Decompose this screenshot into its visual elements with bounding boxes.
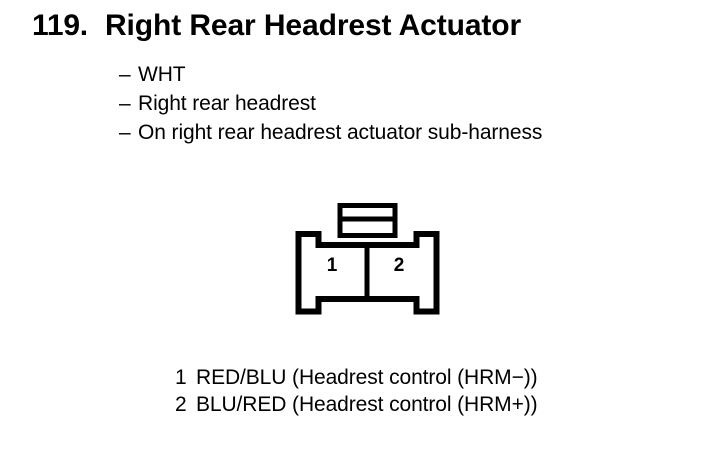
page-title-text: Right Rear Headrest Actuator	[104, 9, 522, 42]
dash-icon: –	[119, 92, 131, 115]
connector-outline-icon	[295, 203, 440, 315]
cavity-label-2: 2	[393, 255, 405, 276]
dash-icon: –	[119, 63, 131, 86]
item-number: 119.	[32, 9, 88, 42]
legend-row: 2 BLU/RED (Headrest control (HRM+))	[175, 391, 615, 418]
page-title: 119. Right Rear Headrest Actuator	[32, 9, 521, 43]
attribute-text: Right rear headrest	[138, 92, 316, 115]
legend-row: 1 RED/BLU (Headrest control (HRM−))	[175, 364, 615, 391]
attribute-line: –Right rear headrest	[119, 89, 679, 118]
pin-legend: 1 RED/BLU (Headrest control (HRM−)) 2 BLU/…	[175, 364, 615, 418]
cavity-label-1: 1	[326, 255, 338, 276]
attribute-list: –WHT –Right rear headrest –On right rear…	[119, 60, 679, 147]
legend-pin-description: RED/BLU (Headrest control (HRM−))	[196, 366, 538, 389]
legend-pin-description: BLU/RED (Headrest control (HRM+))	[196, 393, 538, 416]
attribute-line: –WHT	[119, 60, 679, 89]
attribute-line: –On right rear headrest actuator sub-har…	[119, 118, 679, 147]
legend-pin-number: 1	[175, 366, 187, 389]
connector-illustration: 1 2	[290, 198, 442, 322]
attribute-text: WHT	[138, 63, 186, 86]
legend-pin-number: 2	[175, 393, 187, 416]
dash-icon: –	[119, 121, 131, 144]
attribute-text: On right rear headrest actuator sub-harn…	[138, 121, 543, 144]
